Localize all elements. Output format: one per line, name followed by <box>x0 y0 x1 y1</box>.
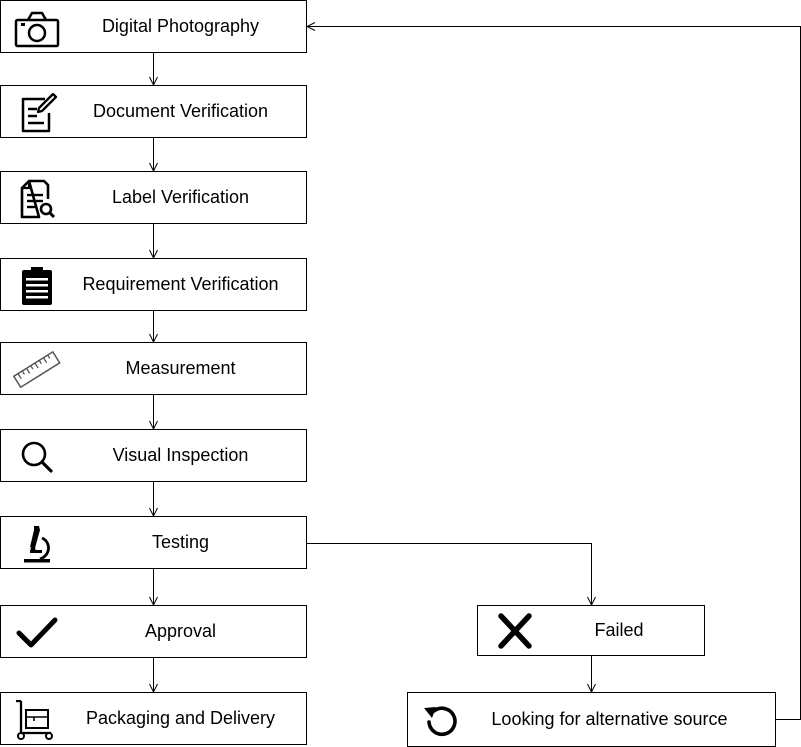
step-visual-inspection[interactable]: Visual Inspection <box>0 429 307 482</box>
step-requirement-verification[interactable]: Requirement Verification <box>0 258 307 311</box>
step-digital-photography[interactable]: Digital Photography <box>0 0 307 53</box>
step-label: Visual Inspection <box>112 445 249 465</box>
step-failed[interactable]: Failed <box>477 605 705 656</box>
undo-icon <box>424 706 457 737</box>
step-label: Testing <box>151 532 210 552</box>
checkmark-icon <box>16 617 58 648</box>
step-label-verification[interactable]: Label Verification <box>0 171 307 224</box>
step-measurement[interactable]: Measurement <box>0 342 307 395</box>
step-alternative-source[interactable]: Looking for alternative source <box>407 692 776 747</box>
magnifier-icon <box>21 441 53 473</box>
step-label: Measurement <box>125 358 236 378</box>
step-packaging-delivery[interactable]: Packaging and Delivery <box>0 692 307 745</box>
arrow-testing-to-failed <box>307 543 592 606</box>
ruler-icon <box>13 350 61 389</box>
step-label: Packaging and Delivery <box>85 708 276 728</box>
edit-document-icon <box>21 93 58 133</box>
step-document-verification[interactable]: Document Verification <box>0 85 307 138</box>
step-testing[interactable]: Testing <box>0 516 307 569</box>
step-label: Failed <box>594 620 644 640</box>
step-approval[interactable]: Approval <box>0 605 307 658</box>
step-label: Approval <box>144 621 217 641</box>
microscope-icon <box>24 526 50 563</box>
step-label: Requirement Verification <box>82 274 279 294</box>
step-label: Looking for alternative source <box>491 709 728 729</box>
step-label: Label Verification <box>111 187 250 207</box>
clipboard-icon <box>22 267 52 305</box>
x-mark-icon <box>498 613 532 649</box>
step-label: Digital Photography <box>101 16 260 36</box>
step-label: Document Verification <box>92 101 269 121</box>
document-search-icon <box>20 179 56 219</box>
hand-truck-icon <box>16 700 53 740</box>
camera-icon <box>14 11 60 48</box>
